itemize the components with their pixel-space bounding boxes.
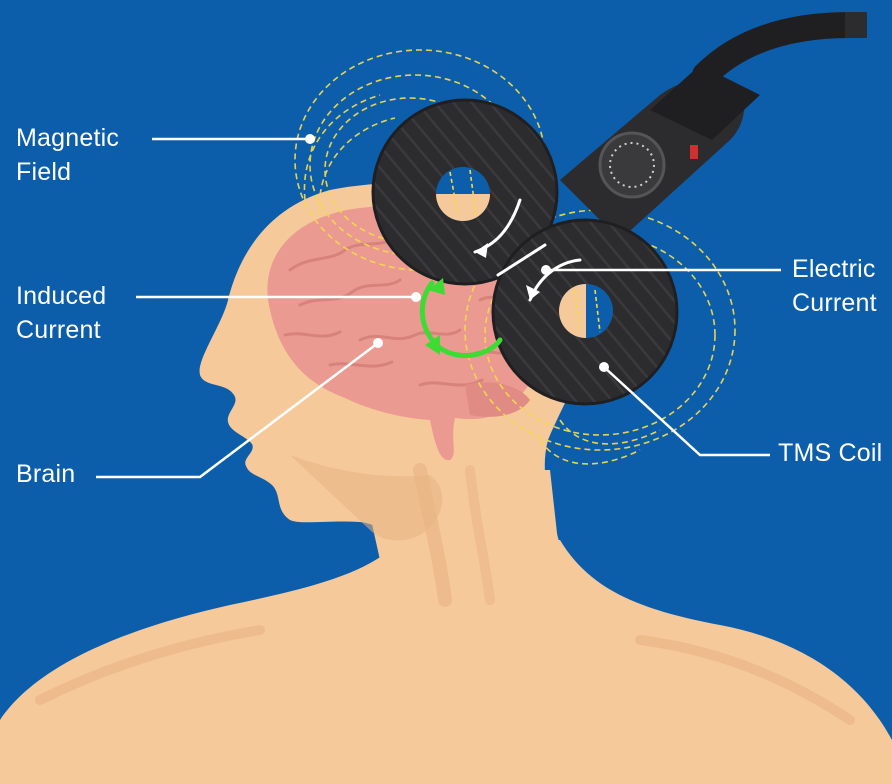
magnetic-field-dot — [305, 134, 315, 144]
electric-current-dot — [541, 265, 551, 275]
induced-current-dot — [411, 292, 421, 302]
label-magnetic-field-line2: Field — [16, 155, 119, 189]
label-tms-coil-text: TMS Coil — [778, 436, 882, 470]
brain-dot — [373, 338, 383, 348]
label-brain: Brain — [16, 457, 75, 491]
label-induced-current: Induced Current — [16, 279, 106, 347]
label-induced-current-line2: Current — [16, 313, 106, 347]
label-brain-text: Brain — [16, 457, 75, 491]
label-tms-coil: TMS Coil — [778, 436, 882, 470]
label-magnetic-field-line1: Magnetic — [16, 121, 119, 155]
label-magnetic-field: Magnetic Field — [16, 121, 119, 189]
label-electric-current-line1: Electric — [792, 252, 877, 286]
label-electric-current: Electric Current — [792, 252, 877, 320]
label-induced-current-line1: Induced — [16, 279, 106, 313]
tms-coil-dot — [599, 362, 609, 372]
label-electric-current-line2: Current — [792, 286, 877, 320]
